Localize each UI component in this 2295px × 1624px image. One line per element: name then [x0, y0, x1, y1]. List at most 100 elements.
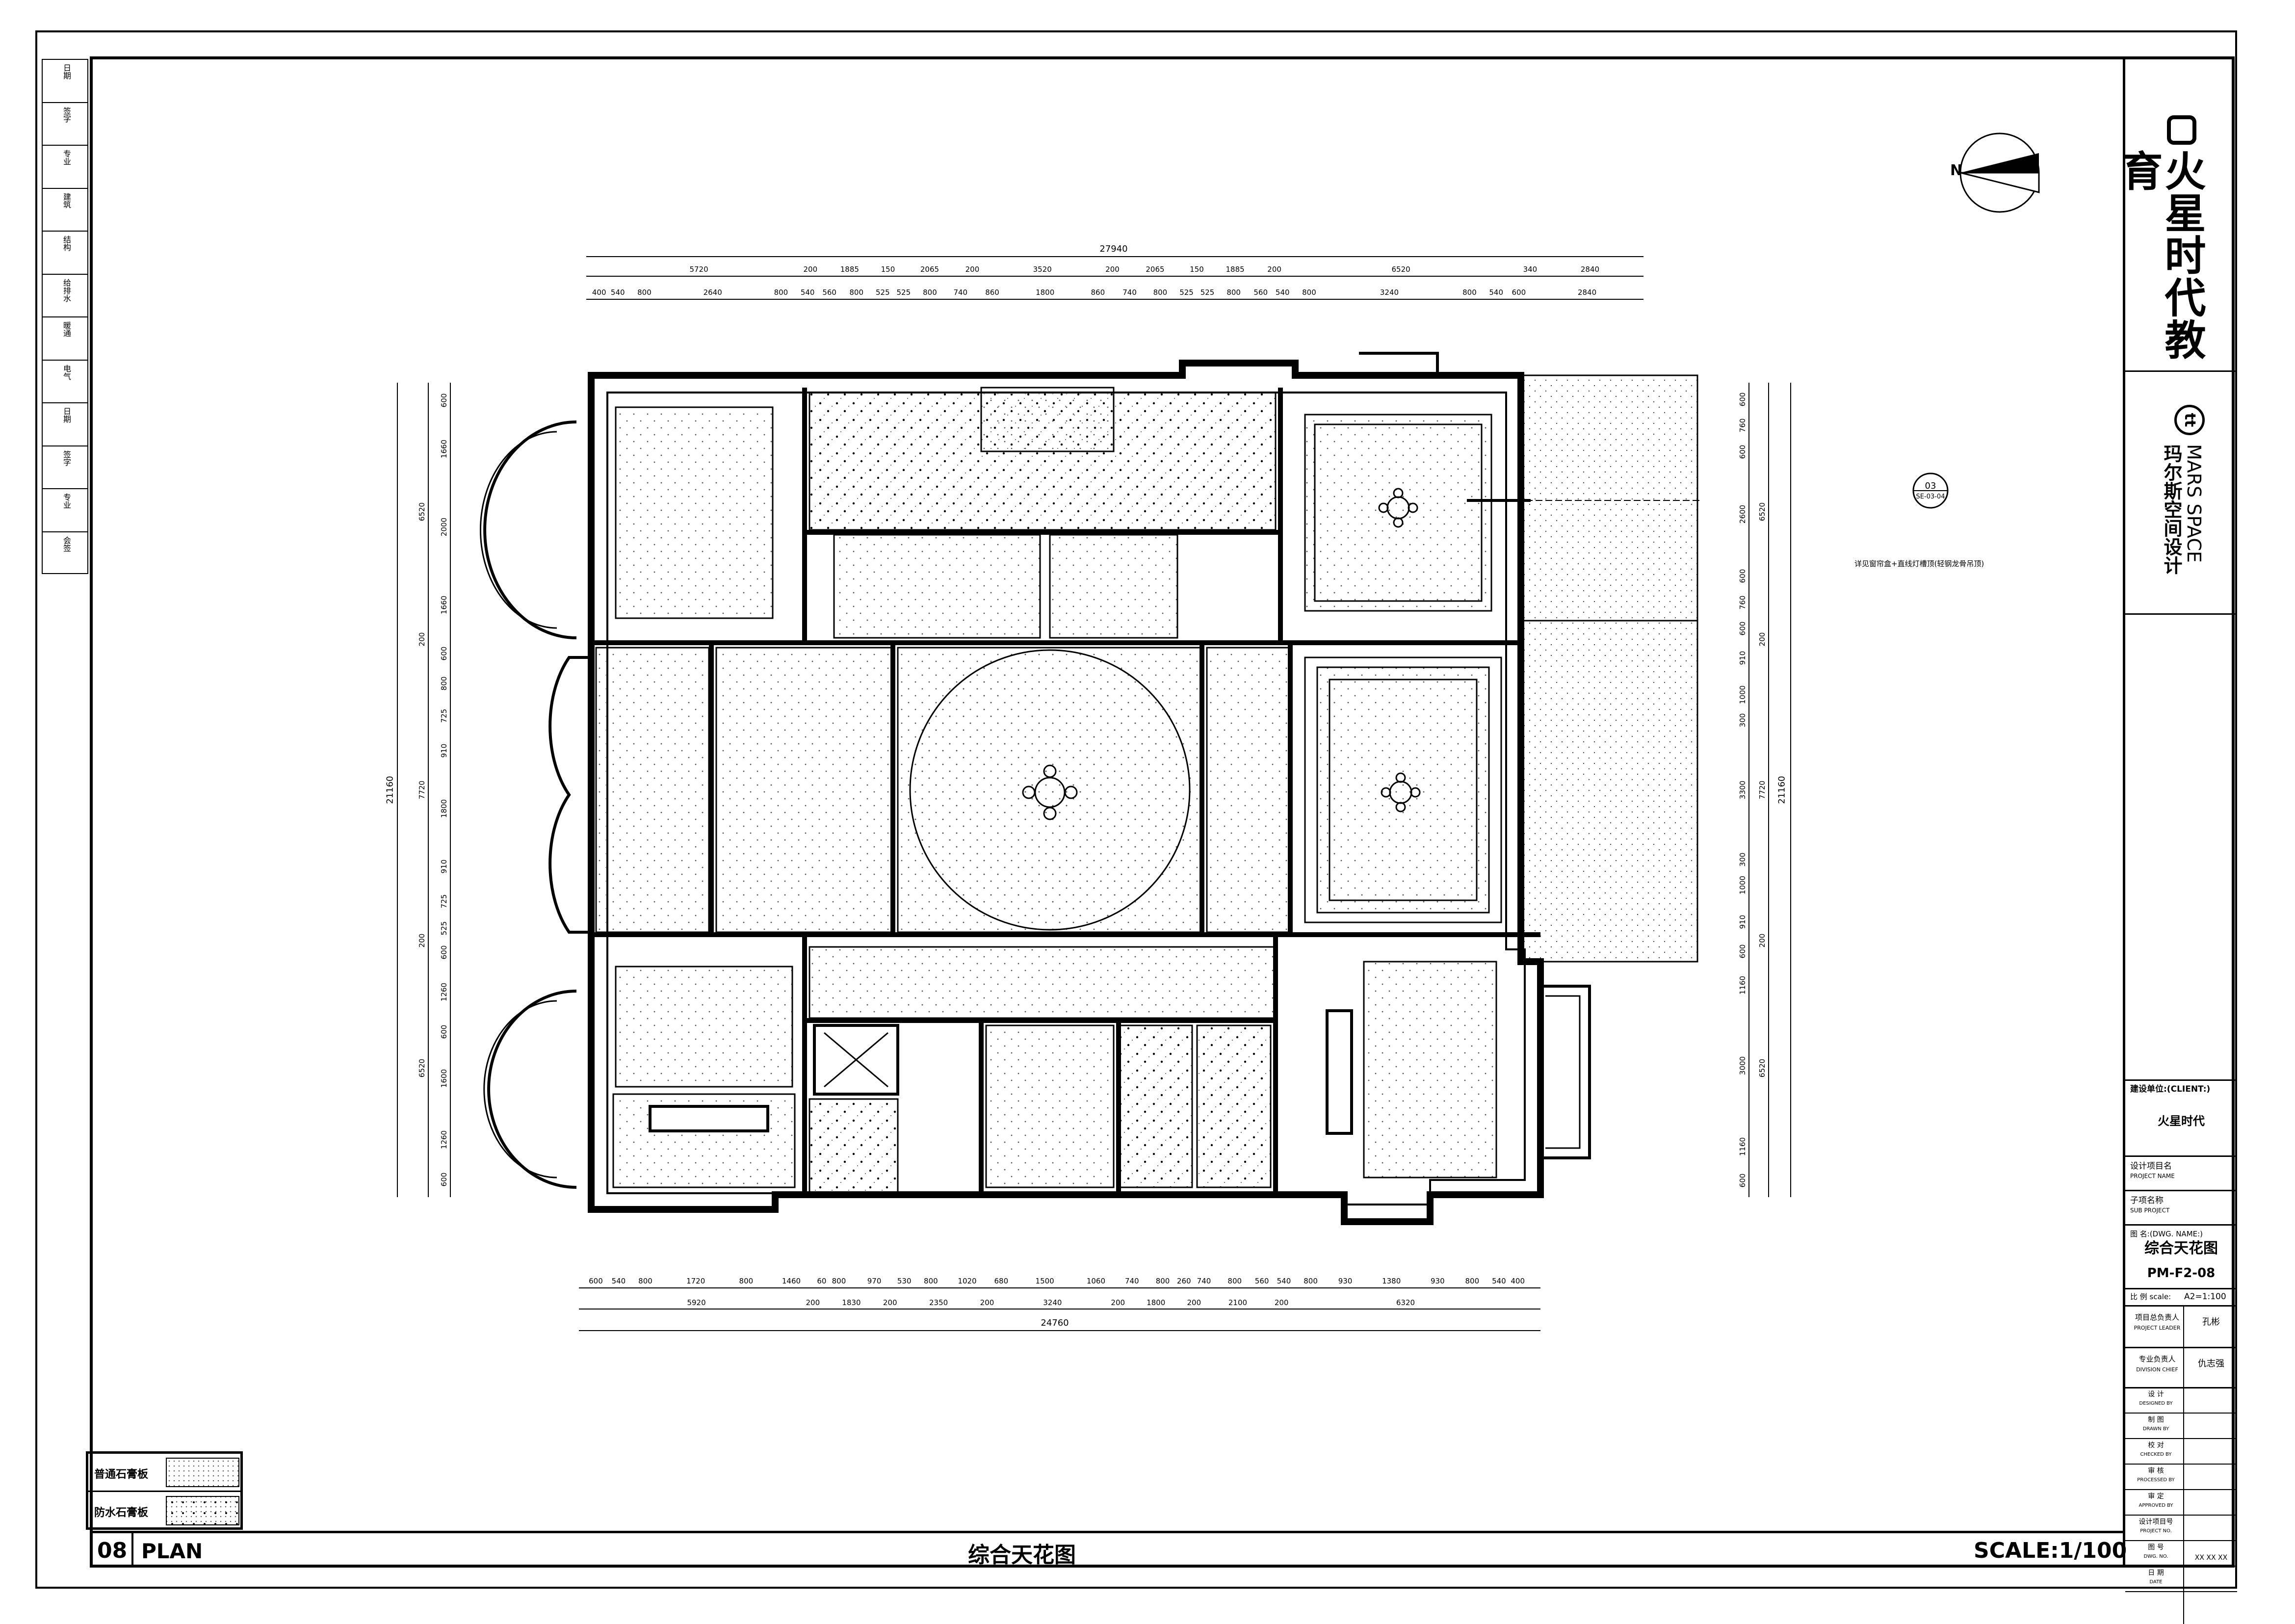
- dimension-label: 540: [1275, 288, 1290, 297]
- dimension-label: 600: [1738, 569, 1747, 583]
- dimension-total: 27940: [1099, 244, 1128, 254]
- drawing-label: 图 名:(DWG. NAME:): [2130, 1230, 2203, 1238]
- dimension-label: 7720: [417, 780, 426, 800]
- dimension-label: 600: [440, 945, 448, 959]
- dimension-label: 540: [610, 288, 625, 297]
- dimension-label: 260: [1176, 1277, 1191, 1285]
- dimension-label: 860: [985, 288, 999, 297]
- title-block-row-label: 设 计: [2148, 1390, 2164, 1398]
- dimension-label: 3000: [1738, 1056, 1747, 1075]
- dimension-label: 800: [1226, 288, 1241, 297]
- drawing-title-bar: 08 PLAN 综合天花图 SCALE:1/100: [90, 1531, 2127, 1568]
- dimension-label: 60: [817, 1277, 827, 1285]
- dimension-label: 760: [1738, 595, 1747, 609]
- dimension-label: 2350: [929, 1298, 948, 1307]
- dimension-label: 2065: [1146, 265, 1165, 274]
- dimension-label: 5920: [687, 1298, 706, 1307]
- dimension-label: 725: [440, 708, 448, 723]
- dimension-label: 1060: [1086, 1277, 1106, 1285]
- approval-strip-label: 会签: [62, 536, 71, 552]
- north-arrow: [1959, 132, 2040, 213]
- dimension-label: 1260: [440, 1130, 448, 1149]
- dimension-label: 400: [1511, 1277, 1525, 1285]
- client-name: 火星时代: [2158, 1114, 2205, 1128]
- dimension-label: 1800: [1036, 288, 1055, 297]
- leader-name: 孔彬: [2202, 1317, 2220, 1327]
- leader-en: PROJECT LEADER: [2134, 1325, 2181, 1331]
- dimension-label: 300: [1738, 852, 1747, 867]
- dimension-label: 200: [803, 265, 818, 274]
- dimension-total: 21160: [385, 776, 395, 804]
- dimension-label: 2640: [703, 288, 722, 297]
- bar-divider: [131, 1533, 133, 1568]
- title-block-row-en: CHECKED BY: [2140, 1452, 2172, 1457]
- sub-project-label: 子项名称: [2130, 1196, 2164, 1205]
- scale-text: SCALE:1/100: [1974, 1538, 2127, 1563]
- dimension-label: 200: [965, 265, 980, 274]
- project-label: 设计项目名: [2130, 1161, 2172, 1171]
- dimension-label: 525: [875, 288, 890, 297]
- logo-text: 火星时代教育: [2115, 150, 2206, 361]
- dimension-label: 600: [1738, 392, 1747, 407]
- title-block-row-label: 设计项目号: [2139, 1518, 2173, 1526]
- title-block-row-label: 日 期: [2148, 1569, 2164, 1577]
- dimension-label: 1800: [440, 799, 448, 818]
- dimension-label: 910: [440, 859, 448, 874]
- dimension-label: 1160: [1738, 976, 1747, 995]
- dimension-label: 560: [822, 288, 836, 297]
- dimension-label: 800: [1462, 288, 1477, 297]
- dimension-label: 930: [1338, 1277, 1353, 1285]
- dimension-label: 1885: [1226, 265, 1245, 274]
- scale-label: 比 例 scale:: [2130, 1292, 2171, 1301]
- dimension-label: 6520: [1758, 1059, 1767, 1078]
- dimension-label: 740: [1197, 1277, 1211, 1285]
- dimension-label: 800: [637, 288, 652, 297]
- approval-strip: 日期签字专业建筑结构给排水暖通电气日期签字专业会签: [42, 59, 88, 574]
- callout-marker: [1467, 472, 1949, 509]
- dimension-label: 1000: [1738, 685, 1747, 705]
- logo-area: 火星时代教育: [2115, 115, 2214, 361]
- approval-strip-label: 日期: [62, 64, 71, 79]
- dimension-label: 1830: [842, 1298, 861, 1307]
- dimension-label: 200: [883, 1298, 897, 1307]
- legend-item: 防水石膏板: [88, 1492, 240, 1529]
- callout-number: 03: [1925, 481, 1936, 491]
- dimension-label: 600: [1512, 288, 1526, 297]
- dimension-label: 600: [440, 646, 448, 660]
- dimension-label: 930: [1430, 1277, 1445, 1285]
- dimension-label: 600: [589, 1277, 603, 1285]
- dimension-label: 680: [994, 1277, 1009, 1285]
- approval-strip-label: 暖通: [62, 321, 71, 337]
- chief-name: 仇志强: [2198, 1359, 2224, 1369]
- dimension-label: 525: [1200, 288, 1215, 297]
- dimension-label: 800: [924, 1277, 938, 1285]
- dimension-label: 800: [739, 1277, 754, 1285]
- dimension-label: 725: [440, 894, 448, 909]
- dimension-label: 2840: [1580, 265, 1600, 274]
- dimension-label: 300: [1738, 713, 1747, 728]
- drawing-title: 综合天花图: [968, 1543, 1076, 1568]
- dimension-label: 150: [881, 265, 895, 274]
- dimension-label: 3240: [1380, 288, 1399, 297]
- dimension-label: 1160: [1738, 1137, 1747, 1156]
- dimension-label: 150: [1190, 265, 1204, 274]
- title-block-row-en: APPROVED BY: [2139, 1503, 2173, 1508]
- bay-windows: [479, 352, 1591, 1189]
- approval-strip-label: 专业: [62, 493, 71, 509]
- sheet-outer-frame: [35, 30, 2237, 1589]
- dimension-label: 6520: [417, 1059, 426, 1078]
- dimension-label: 910: [1738, 915, 1747, 929]
- sheet-inner-frame: [90, 56, 2235, 1568]
- legend-item: 普通石膏板: [88, 1454, 240, 1492]
- dimension-label: 2000: [440, 517, 448, 536]
- dimension-label: 800: [849, 288, 864, 297]
- leader-label: 项目总负责人: [2135, 1313, 2179, 1322]
- dimension-label: 800: [638, 1277, 652, 1285]
- title-block-row-label: 图 号: [2148, 1544, 2164, 1551]
- dimension-label: 1660: [440, 439, 448, 458]
- dimension-label: 600: [1738, 944, 1747, 958]
- ceiling-panels: [595, 387, 1502, 1193]
- callout-ref: SE-03-04: [1916, 493, 1945, 500]
- date-value: XX XX XX: [2194, 1554, 2228, 1562]
- dimension-label: 5720: [689, 265, 708, 274]
